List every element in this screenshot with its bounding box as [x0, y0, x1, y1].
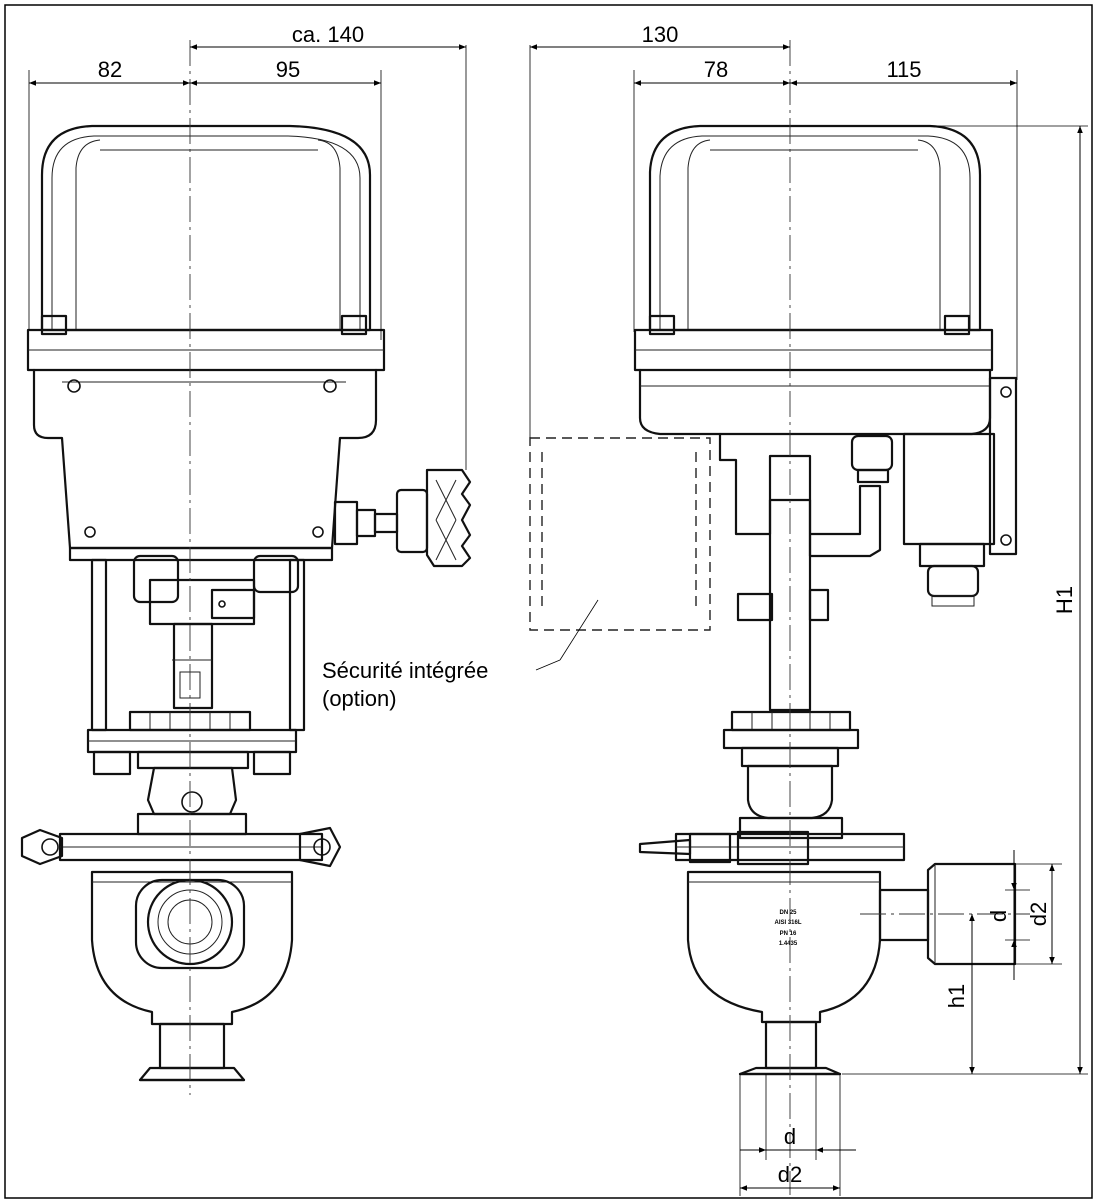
body-marking-4: 1.4435	[779, 941, 798, 947]
left-actuator-cover	[40, 124, 372, 332]
right-valve-body	[686, 870, 882, 1024]
right-view: DN 25 AISI 316L PN 16 1.4435 Sécurité in…	[322, 22, 1088, 1196]
dim-label-bottom-d: d	[784, 1124, 796, 1149]
dim-label-95: 95	[276, 57, 300, 82]
body-marking-1: DN 25	[779, 910, 797, 916]
right-actuator-cover	[648, 124, 982, 332]
dim-label-115: 115	[886, 57, 921, 82]
dim-label-bottom-d2: d2	[778, 1162, 802, 1187]
annotation-line2: (option)	[322, 686, 397, 711]
annotation-leader	[559, 599, 599, 661]
dim-label-side-d2: d2	[1026, 902, 1051, 926]
left-view: ca. 140 82 95	[20, 22, 472, 1095]
dim-label-H1: H1	[1052, 586, 1077, 614]
dim-label-side-d: d	[986, 910, 1011, 922]
dim-label-ca140: ca. 140	[292, 22, 364, 47]
drawing-frame	[4, 4, 1093, 1199]
terminal-box	[902, 432, 996, 546]
handwheel	[425, 468, 472, 568]
body-marking-2: AISI 316L	[774, 920, 801, 926]
dim-label-130: 130	[642, 22, 679, 47]
left-valve-body	[90, 870, 294, 1026]
dim-label-h1: h1	[944, 984, 969, 1008]
annotation-line1: Sécurité intégrée	[322, 658, 488, 683]
optional-failsafe-outline	[529, 437, 711, 631]
dim-label-78: 78	[704, 57, 728, 82]
dim-label-82: 82	[98, 57, 122, 82]
left-housing	[32, 368, 378, 550]
body-marking-3: PN 16	[780, 931, 797, 937]
